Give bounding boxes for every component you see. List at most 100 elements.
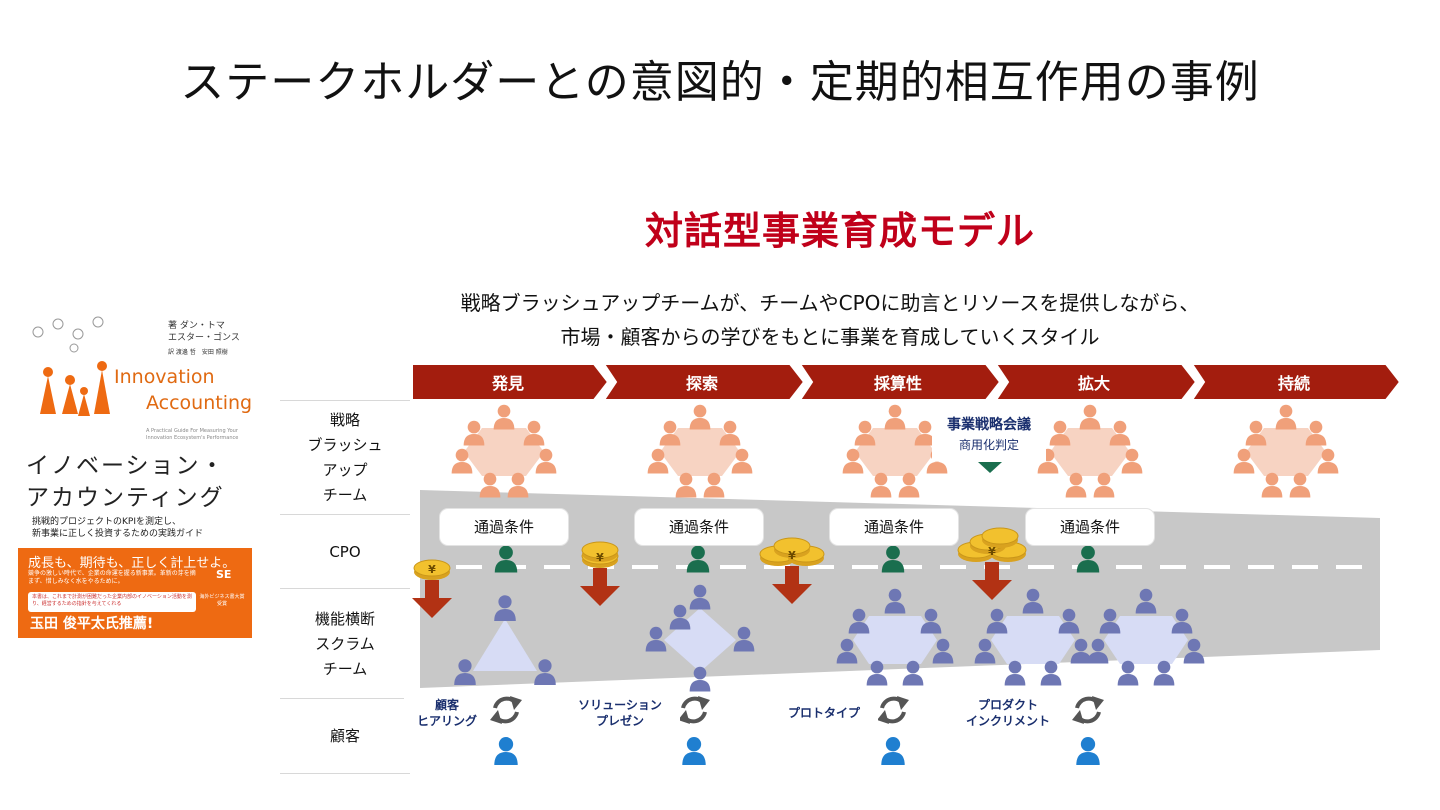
row-label-cpo: CPO: [280, 514, 410, 589]
publisher-logo: SE: [216, 568, 232, 581]
coin-stack: ¥: [957, 527, 1027, 600]
strategy-meeting: 事業戦略会議 商用化判定: [932, 413, 1046, 461]
team-person-icon: [1117, 660, 1139, 686]
book-title-jp-2: アカウンティング: [26, 485, 225, 511]
model-title: 対話型事業育成モデル: [644, 209, 1035, 253]
coin: [581, 541, 619, 559]
phase-label: 持続: [1278, 374, 1310, 393]
phase-bar: 発見探索採算性拡大持続: [411, 363, 1402, 401]
phase-label: 探索: [686, 374, 718, 393]
phase-chevron: [798, 363, 1002, 401]
coin: [981, 527, 1019, 545]
book-illustration: [32, 316, 110, 416]
phase-chevron: [1190, 363, 1402, 401]
gate-condition-4: 通過条件: [1026, 509, 1154, 545]
cycle-arrow-bottom: [678, 710, 690, 724]
strategy-person-icon: [1275, 404, 1297, 430]
customer-person-icon: [494, 737, 518, 765]
coin: [413, 559, 451, 577]
row-label-strategy: 戦略 ブラッシュ アップ チーム: [280, 400, 410, 515]
cycle-arrow-bottom: [877, 710, 889, 724]
feedback-cycle-icon: [1072, 696, 1104, 724]
strategy-team-group: [842, 404, 948, 498]
team-person-icon: [1040, 660, 1062, 686]
book-band-headline: 成長も、期待も、正しく計上せよ。: [28, 556, 236, 571]
book-cover: 著 ダン・トマ エスター・ゴンス 訳 渡邊 哲 安田 照樹 Innovation…: [18, 312, 252, 638]
book-subtitle-en: A Practical Guide For Measuring Your Inn…: [146, 428, 239, 441]
slide-title: ステークホルダーとの意図的・定期的相互作用の事例: [180, 57, 1260, 108]
customer-row: [490, 696, 1104, 765]
row-label-customer: 顧客: [280, 698, 410, 774]
book-authors: 著 ダン・トマ エスター・ゴンス 訳 渡邊 哲 安田 照樹: [168, 321, 240, 356]
coin-stack: ¥: [759, 537, 825, 604]
strategy-person-icon: [703, 472, 725, 498]
book-band: 成長も、期待も、正しく計上せよ。 競争の激しい時代で、企業の命運を握る新事業。革…: [18, 548, 252, 638]
phase-chevron: [602, 363, 806, 401]
team-area: [991, 616, 1075, 664]
strategy-person-icon: [493, 404, 515, 430]
book-band-note: 本書は、これまで計測が困難だった企業内部のイノベーション活動を測り、経営するため…: [28, 592, 196, 612]
yen-symbol: ¥: [788, 549, 796, 562]
funding-arrow-head: [412, 598, 452, 618]
strategy-person-icon: [1065, 472, 1087, 498]
strategy-team-group: [1037, 404, 1143, 498]
yen-symbol: ¥: [988, 545, 996, 558]
strategy-meeting-subtitle: 商用化判定: [958, 438, 1019, 452]
funding-arrow-head: [972, 580, 1012, 600]
phase-chevron: [411, 363, 610, 401]
strategy-person-icon: [1261, 472, 1283, 498]
gate-condition-3: 通過条件: [830, 509, 958, 545]
meeting-table: [660, 428, 740, 476]
meeting-table: [1050, 428, 1130, 476]
strategy-person-icon: [898, 472, 920, 498]
team-person-icon: [1153, 660, 1175, 686]
description-line-1: 戦略ブラッシュアップチームが、チームやCPOに助言とリソースを提供しながら、: [460, 291, 1200, 315]
model-description: 戦略ブラッシュアップチームが、チームやCPOに助言とリソースを提供しながら、 市…: [400, 286, 1260, 354]
strategy-person-icon: [689, 404, 711, 430]
funding-arrow-shaft: [785, 566, 799, 586]
strategy-meeting-title: 事業戦略会議: [947, 417, 1031, 433]
gate-condition-2: 通過条件: [635, 509, 763, 545]
cycle-arrow-bottom: [490, 710, 502, 724]
yen-symbol: ¥: [596, 551, 604, 564]
strategy-person-icon: [870, 472, 892, 498]
cycle-arrow-top: [510, 696, 522, 710]
description-line-2: 市場・顧客からの学びをもとに事業を育成していくスタイル: [560, 325, 1100, 349]
team-area: [853, 616, 937, 664]
book-title-en: Innovation Accounting: [114, 366, 253, 414]
customer-interaction-2: ソリューション プレゼン: [560, 697, 680, 729]
strategy-team-group: [451, 404, 557, 498]
yen-symbol: ¥: [428, 563, 436, 576]
scrum-team: [974, 588, 1092, 686]
book-recommender: 玉田 俊平太氏推薦!: [30, 616, 154, 632]
strategy-person-icon: [1079, 404, 1101, 430]
phase-chevron: [994, 363, 1198, 401]
meeting-table: [855, 428, 935, 476]
book-subtitle-jp: 挑戦的プロジェクトのKPIを測定し、 新事業に正しく投資するための実践ガイド: [32, 517, 204, 539]
strategy-person-icon: [884, 404, 906, 430]
scrum-team: [836, 588, 954, 686]
coin: [773, 537, 811, 555]
scrum-teams: [454, 584, 1205, 692]
customer-person-icon: [1076, 737, 1100, 765]
strategy-person-icon: [1093, 472, 1115, 498]
funding-arrow-head: [772, 584, 812, 604]
feedback-cycle-icon: [877, 696, 909, 724]
feedback-cycle-icon: [678, 696, 710, 724]
strategy-person-icon: [1289, 472, 1311, 498]
book-title-jp-1: イノベーション・: [26, 453, 226, 479]
phase-label: 採算性: [874, 374, 922, 393]
strategy-person-icon: [507, 472, 529, 498]
meeting-table: [464, 428, 544, 476]
funding-arrow-shaft: [425, 580, 439, 600]
book-band-text: 競争の激しい時代で、企業の命運を握る新事業。革新の芽を摘まず、惜しみなく水をやる…: [28, 570, 196, 585]
strategy-team-group: [647, 404, 753, 498]
cycle-arrow-top: [698, 696, 710, 710]
scrum-team: [645, 584, 755, 692]
book-award: 海外ビジネス書大賞受賞: [199, 594, 245, 607]
funding-arrow-shaft: [593, 568, 607, 588]
customer-interaction-3: プロトタイプ: [770, 705, 878, 721]
feedback-cycle-icon: [490, 696, 522, 724]
gate-condition-1: 通過条件: [440, 509, 568, 545]
